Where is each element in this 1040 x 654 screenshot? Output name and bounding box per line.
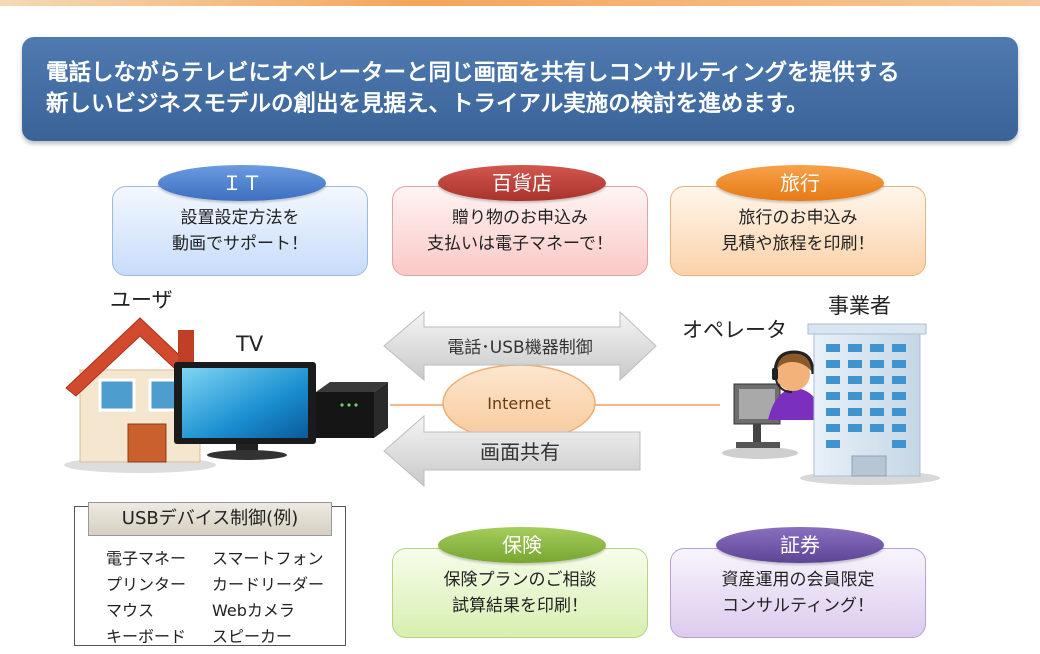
card-sec-line-1: 資産運用の会員限定 bbox=[721, 570, 875, 590]
usb-device-title: USBデバイス制御(例) bbox=[88, 502, 332, 536]
usb-item: キーボード bbox=[106, 627, 187, 646]
card-travel-line-1: 旅行のお申込み bbox=[738, 208, 858, 228]
set-top-box-icon bbox=[316, 382, 388, 438]
arrow-right-label: 電話･USB機器制御 bbox=[447, 338, 592, 358]
tag-department-store: 百貨店 bbox=[438, 165, 606, 201]
user-label: ユーザ bbox=[110, 288, 173, 312]
top-accent-line bbox=[0, 0, 1040, 6]
office-building-icon bbox=[800, 323, 940, 485]
arrow-left-label: 画面共有 bbox=[480, 440, 560, 464]
card-travel-line-2: 見積や旅程を印刷！ bbox=[721, 234, 875, 254]
tv-label: TV bbox=[236, 332, 264, 356]
card-it-line-1: 設置設定方法を bbox=[180, 208, 300, 228]
card-securities: 資産運用の会員限定 コンサルティング！ bbox=[670, 548, 926, 638]
card-ins-line-2: 試算結果を印刷！ bbox=[452, 596, 588, 616]
usb-item: スマートフォン bbox=[212, 549, 324, 568]
headline-banner: 電話しながらテレビにオペレーターと同じ画面を共有しコンサルティングを提供する 新… bbox=[22, 37, 1018, 141]
headline-line-1: 電話しながらテレビにオペレーターと同じ画面を共有しコンサルティングを提供する bbox=[46, 60, 900, 86]
operator-label: オペレータ bbox=[682, 318, 787, 342]
usb-item: プリンター bbox=[106, 575, 187, 594]
usb-item: カードリーダー bbox=[212, 575, 325, 594]
card-it-line-2: 動画でサポート！ bbox=[172, 234, 308, 254]
tag-insurance: 保険 bbox=[438, 527, 606, 563]
bidirectional-arrow bbox=[383, 310, 657, 382]
business-label: 事業者 bbox=[828, 294, 891, 318]
headline-line-2: 新しいビジネスモデルの創出を見据え、トライアル実施の検討を進めます。 bbox=[46, 91, 809, 117]
card-department-store: 贈り物のお申込み 支払いは電子マネーで！ bbox=[392, 186, 648, 276]
usb-item: マウス bbox=[106, 601, 155, 620]
tag-it: ＩＴ bbox=[158, 165, 326, 201]
card-dept-line-2: 支払いは電子マネーで！ bbox=[427, 234, 613, 254]
card-insurance: 保険プランのご相談 試算結果を印刷！ bbox=[392, 548, 648, 638]
card-dept-line-1: 贈り物のお申込み bbox=[452, 208, 588, 228]
usb-item: 電子マネー bbox=[106, 549, 187, 568]
card-travel: 旅行のお申込み 見積や旅程を印刷！ bbox=[670, 186, 926, 276]
tv-icon bbox=[174, 362, 316, 460]
usb-item: Webカメラ bbox=[212, 601, 295, 620]
internet-label: Internet bbox=[487, 394, 551, 413]
tag-travel: 旅行 bbox=[716, 165, 884, 201]
left-arrow bbox=[383, 414, 641, 488]
card-ins-line-1: 保険プランのご相談 bbox=[443, 570, 597, 590]
card-sec-line-2: コンサルティング！ bbox=[722, 596, 874, 616]
tag-securities: 証券 bbox=[716, 527, 884, 563]
operator-icon bbox=[722, 350, 824, 459]
usb-item: スピーカー bbox=[212, 627, 293, 646]
